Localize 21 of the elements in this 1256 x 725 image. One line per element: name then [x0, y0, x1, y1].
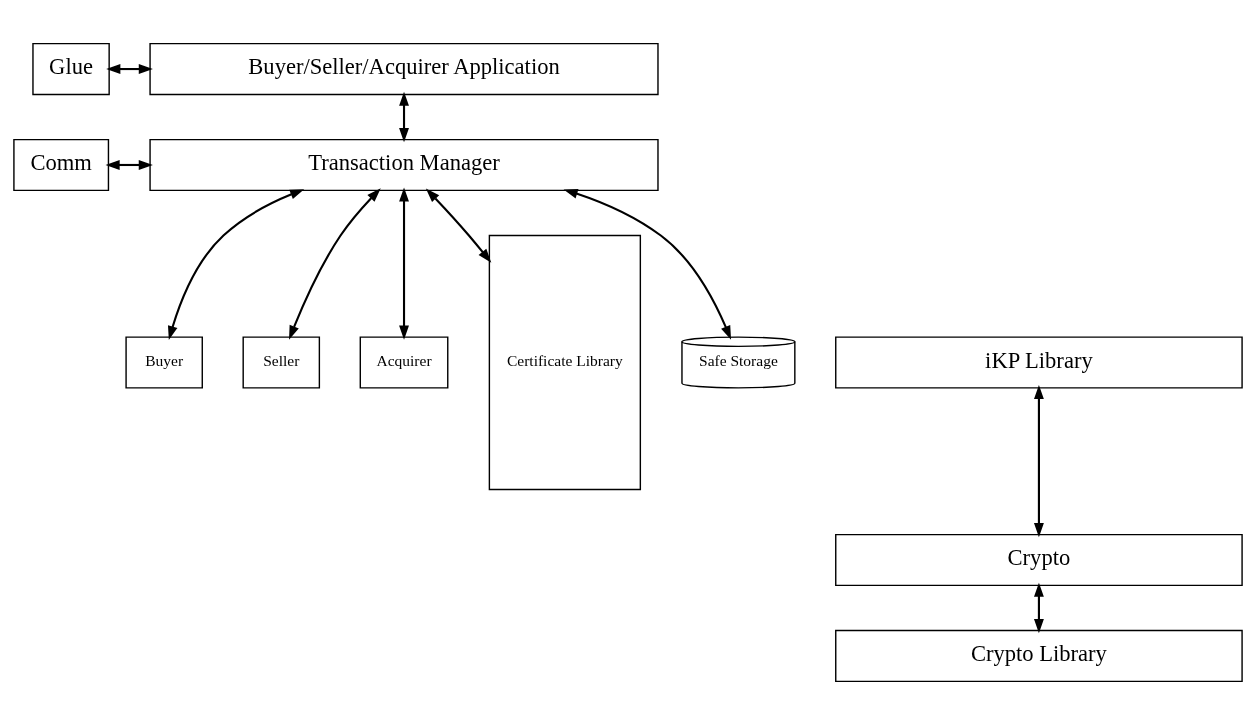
node-box: Certificate Library: [488, 234, 642, 491]
node-box: Glue: [32, 42, 110, 96]
node-box: iKP Library: [835, 336, 1243, 389]
node-box: Crypto: [835, 533, 1243, 587]
node-box: Buyer: [125, 336, 203, 389]
arrow: [399, 187, 409, 340]
node-box: Comm: [13, 138, 110, 192]
arrow: [167, 189, 305, 341]
node-box: Crypto Library: [835, 629, 1243, 683]
arrow: [106, 64, 153, 74]
arrow: [289, 188, 381, 340]
arrow: [399, 91, 409, 143]
node-box: Transaction Manager: [149, 138, 659, 192]
arrow: [425, 188, 492, 263]
arrow: [1033, 582, 1044, 634]
node-box: Seller: [242, 336, 321, 389]
arrow: [563, 188, 732, 340]
arrow: [1033, 384, 1044, 538]
node-box: Buyer/Seller/Acquirer Application: [149, 42, 659, 96]
arrow: [105, 160, 153, 170]
node-box: Acquirer: [359, 336, 449, 389]
